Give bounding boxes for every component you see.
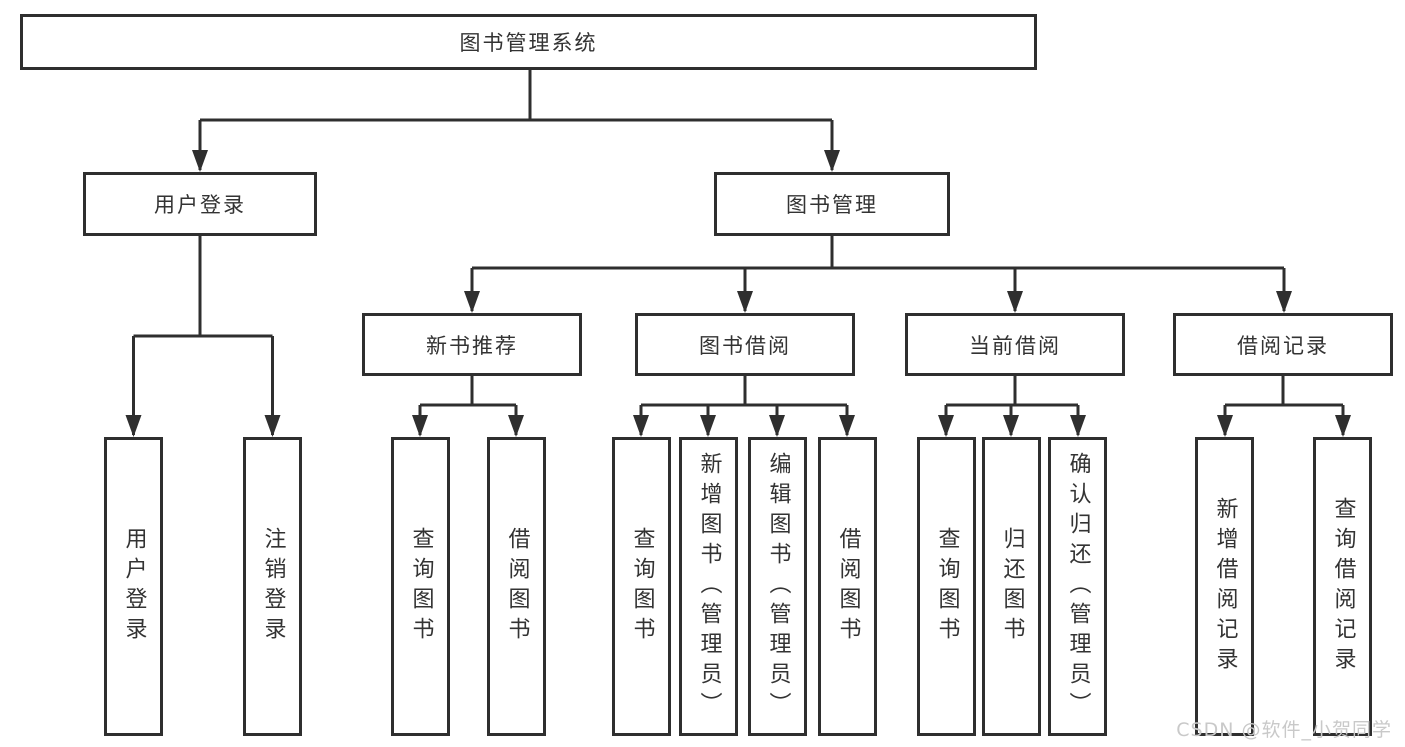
node-label: 图书管理	[786, 193, 878, 217]
leaf-label: 归还图书	[999, 526, 1025, 647]
leaf-label: 借阅图书	[835, 526, 861, 647]
leaf-query-books-borrowing: 查询图书	[612, 437, 671, 736]
leaf-add-books-admin: 新增图书（管理员）	[679, 437, 738, 736]
leaf-edit-books-admin: 编辑图书（管理员）	[748, 437, 807, 736]
node-borrowing-records: 借阅记录	[1173, 313, 1393, 376]
leaf-query-books-recommend: 查询图书	[391, 437, 450, 736]
leaf-label: 确认归还（管理员）	[1065, 451, 1091, 722]
leaf-label: 注销登录	[260, 526, 286, 647]
node-label: 图书管理系统	[459, 31, 598, 55]
node-label: 新书推荐	[426, 333, 518, 358]
node-label: 图书借阅	[699, 333, 791, 358]
leaf-user-login: 用户登录	[104, 437, 163, 736]
leaf-label: 用户登录	[121, 526, 147, 647]
leaf-query-books-current: 查询图书	[917, 437, 976, 736]
node-label: 用户登录	[154, 193, 246, 217]
leaf-label: 新增借阅记录	[1212, 496, 1238, 677]
leaf-label: 查询图书	[408, 526, 434, 647]
node-library-management-system: 图书管理系统	[20, 14, 1037, 70]
leaf-label: 借阅图书	[504, 526, 530, 647]
node-label: 当前借阅	[969, 333, 1061, 358]
node-book-management: 图书管理	[714, 172, 950, 236]
leaf-confirm-return-admin: 确认归还（管理员）	[1048, 437, 1107, 736]
leaf-logout: 注销登录	[243, 437, 302, 736]
csdn-watermark: CSDN @软件_小贺同学	[1176, 719, 1392, 741]
node-book-borrowing: 图书借阅	[635, 313, 855, 376]
leaf-add-borrow-record: 新增借阅记录	[1195, 437, 1254, 736]
leaf-label: 查询借阅记录	[1330, 496, 1356, 677]
leaf-return-books: 归还图书	[982, 437, 1041, 736]
leaf-borrow-books-recommend: 借阅图书	[487, 437, 546, 736]
leaf-label: 编辑图书（管理员）	[765, 451, 791, 722]
leaf-borrow-books-borrowing: 借阅图书	[818, 437, 877, 736]
node-current-borrowing: 当前借阅	[905, 313, 1125, 376]
node-label: 借阅记录	[1237, 333, 1329, 358]
leaf-query-borrow-record: 查询借阅记录	[1313, 437, 1372, 736]
node-user-login: 用户登录	[83, 172, 317, 236]
leaf-label: 新增图书（管理员）	[696, 451, 722, 722]
node-new-book-recommend: 新书推荐	[362, 313, 582, 376]
arrowheads	[125, 150, 1351, 437]
leaf-label: 查询图书	[934, 526, 960, 647]
leaf-label: 查询图书	[629, 526, 655, 647]
